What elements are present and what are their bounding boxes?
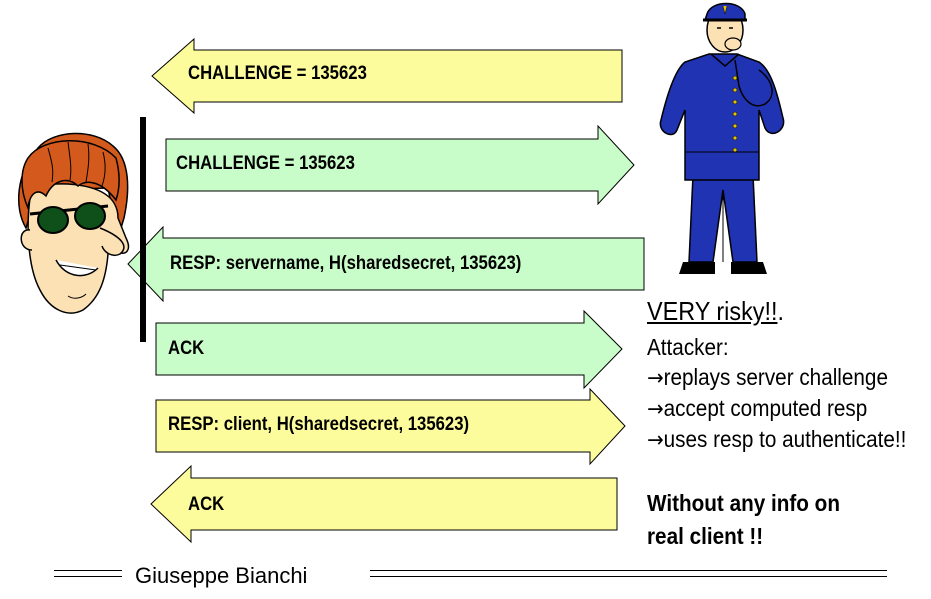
bullet-item: →uses resp to authenticate!! xyxy=(647,426,906,453)
bullet-text: accept computed resp xyxy=(663,395,868,421)
footer-author: Giuseppe Bianchi xyxy=(135,563,308,588)
attacker-label: Attacker: xyxy=(647,334,729,360)
arrow-challenge-to-server: CHALLENGE = 135623 xyxy=(165,124,635,206)
risk-title-suffix: . xyxy=(777,296,784,326)
separator-bar xyxy=(140,117,146,342)
arrow-challenge-from-attacker: CHALLENGE = 135623 xyxy=(151,37,623,115)
arrow-label: ACK xyxy=(168,338,205,359)
arrow-bullet-icon: → xyxy=(647,397,664,422)
arrow-bullet-icon: → xyxy=(647,428,664,453)
footer-rule-right xyxy=(370,576,887,577)
footer-rule-left xyxy=(54,570,122,571)
conclusion-line: Without any info on xyxy=(647,490,840,516)
arrow-ack-from-attacker: ACK xyxy=(150,464,618,544)
police-officer-icon xyxy=(659,2,785,274)
bullet-item: →accept computed resp xyxy=(647,395,867,422)
arrow-label: RESP: servername, H(sharedsecret, 135623… xyxy=(170,253,522,274)
arrow-client-response: RESP: client, H(sharedsecret, 135623) xyxy=(155,387,626,466)
bullet-text: replays server challenge xyxy=(663,364,888,390)
arrow-server-response: RESP: servername, H(sharedsecret, 135623… xyxy=(127,225,645,303)
risk-title-text: VERY risky!! xyxy=(647,296,778,326)
bullet-item: →replays server challenge xyxy=(647,364,888,391)
arrow-label: CHALLENGE = 135623 xyxy=(188,63,367,84)
footer-rule-left xyxy=(54,576,122,577)
bullet-text: uses resp to authenticate!! xyxy=(663,426,907,452)
client-face-icon xyxy=(17,132,130,314)
arrow-label: RESP: client, H(sharedsecret, 135623) xyxy=(168,414,470,435)
arrow-ack-to-server: ACK xyxy=(155,309,623,390)
arrow-label: CHALLENGE = 135623 xyxy=(176,153,355,174)
arrow-label: ACK xyxy=(188,494,225,515)
conclusion-line: real client !! xyxy=(647,523,764,549)
risk-title: VERY risky!!. xyxy=(647,296,784,327)
arrow-bullet-icon: → xyxy=(647,366,664,391)
footer-rule-right xyxy=(370,570,887,571)
